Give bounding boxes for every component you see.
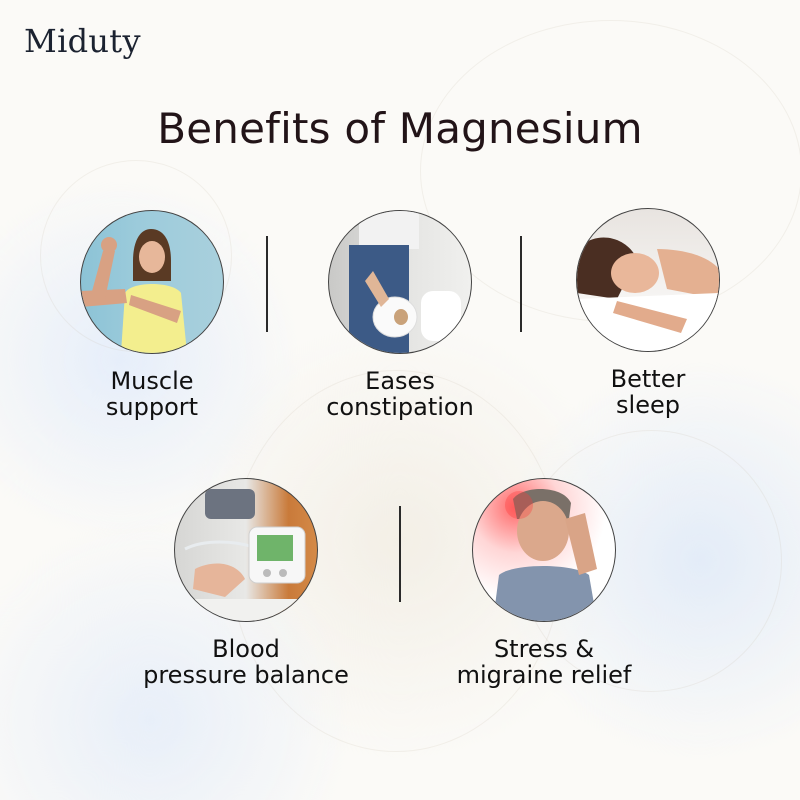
benefit-label: Stress & migraine relief: [444, 636, 644, 688]
benefit-label: Blood pressure balance: [126, 636, 366, 688]
person-holding-toilet-paper-photo: [328, 210, 472, 354]
benefit-label-line2: sleep: [616, 391, 680, 419]
divider: [520, 236, 522, 332]
benefit-label-line1: Eases: [365, 367, 435, 395]
benefit-label-line2: constipation: [326, 393, 474, 421]
benefit-label-line1: Stress &: [493, 635, 595, 663]
benefit-label-line1: Muscle: [110, 367, 194, 395]
benefit-label: Eases constipation: [310, 368, 490, 420]
benefit-label-line1: Blood: [212, 635, 280, 663]
woman-flexing-bicep-photo: [80, 210, 224, 354]
sleep-illustration-icon: [577, 237, 719, 351]
page-title: Benefits of Magnesium: [157, 104, 643, 153]
benefit-eases-constipation: Eases constipation: [310, 210, 490, 420]
headache-illustration-icon: [493, 488, 597, 621]
benefit-label: Muscle support: [64, 368, 240, 420]
brand-logo: Miduty: [24, 22, 141, 60]
benefit-better-sleep: Better sleep: [566, 208, 730, 418]
divider: [266, 236, 268, 332]
toilet-paper-illustration-icon: [349, 211, 461, 353]
benefit-label-line1: Better: [610, 365, 686, 393]
man-with-headache-photo: [472, 478, 616, 622]
benefit-muscle-support: Muscle support: [64, 210, 240, 420]
benefit-label-line2: pressure balance: [143, 661, 349, 689]
benefit-label-line2: migraine relief: [456, 661, 632, 689]
benefit-blood-pressure-balance: Blood pressure balance: [126, 478, 366, 688]
woman-sleeping-photo: [576, 208, 720, 352]
blood-pressure-monitor-photo: [174, 478, 318, 622]
bp-monitor-illustration-icon: [175, 489, 317, 621]
benefit-stress-migraine-relief: Stress & migraine relief: [444, 478, 644, 688]
benefit-label: Better sleep: [566, 366, 730, 418]
muscle-illustration-icon: [81, 229, 187, 353]
benefit-label-line2: support: [105, 393, 199, 421]
divider: [399, 506, 401, 602]
